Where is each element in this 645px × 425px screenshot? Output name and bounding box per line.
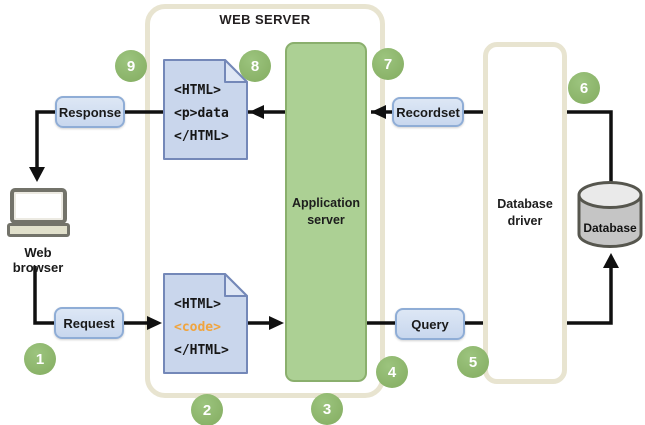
request-box: Request [54,307,124,339]
request-document-icon: <HTML> <code> </HTML> [163,273,248,374]
response-document-icon: <HTML> <p>data </HTML> [163,59,248,160]
step-circle-7: 7 [372,48,404,80]
web-server-container [145,4,385,398]
application-server-label: Application server [291,196,361,227]
response-box: Response [55,96,125,128]
step-circle-1: 1 [24,343,56,375]
web-browser-label: Web browser [12,245,64,275]
arrowhead-into-database [603,253,619,268]
arrowhead-into-browser [29,167,45,182]
request-doc-line3: </HTML> [174,343,229,358]
database-driver-box: Database driver [483,42,567,384]
arrowhead-into-appserver-right [269,316,284,330]
response-doc-line3: </HTML> [174,129,229,144]
query-label: Query [411,316,449,332]
response-label: Response [58,104,122,120]
laptop-icon [7,188,70,238]
step-circle-9: 9 [115,50,147,82]
arrowhead-into-requestdoc [147,316,162,330]
recordset-label: Recordset [396,104,460,120]
recordset-box: Recordset [392,97,464,127]
step-circle-3: 3 [311,393,343,425]
step-circle-8: 8 [239,50,271,82]
database-driver-label: Database driver [497,197,553,228]
response-doc-line1: <HTML> [174,83,221,98]
response-doc-line2: <p>data [174,106,229,121]
database-cylinder-icon [577,180,643,249]
step-circle-6: 6 [568,72,600,104]
laptop-base [7,223,70,237]
response-document-code: <HTML> <p>data </HTML> [174,79,229,148]
step-circle-2: 2 [191,394,223,425]
step-circle-5: 5 [457,346,489,378]
application-server-box: Application server [285,42,367,382]
request-doc-line1: <HTML> [174,297,221,312]
request-document-code: <HTML> <code> </HTML> [174,293,229,362]
laptop-screen [10,188,67,224]
step-circle-4: 4 [376,356,408,388]
query-box: Query [395,308,465,340]
request-doc-line2: <code> [174,320,221,335]
arrowhead-into-responsedoc [249,105,264,119]
web-server-title: WEB SERVER [219,12,311,27]
database-label: Database [583,221,637,235]
arrowhead-into-appserver-left [371,105,386,119]
request-label: Request [63,315,115,331]
